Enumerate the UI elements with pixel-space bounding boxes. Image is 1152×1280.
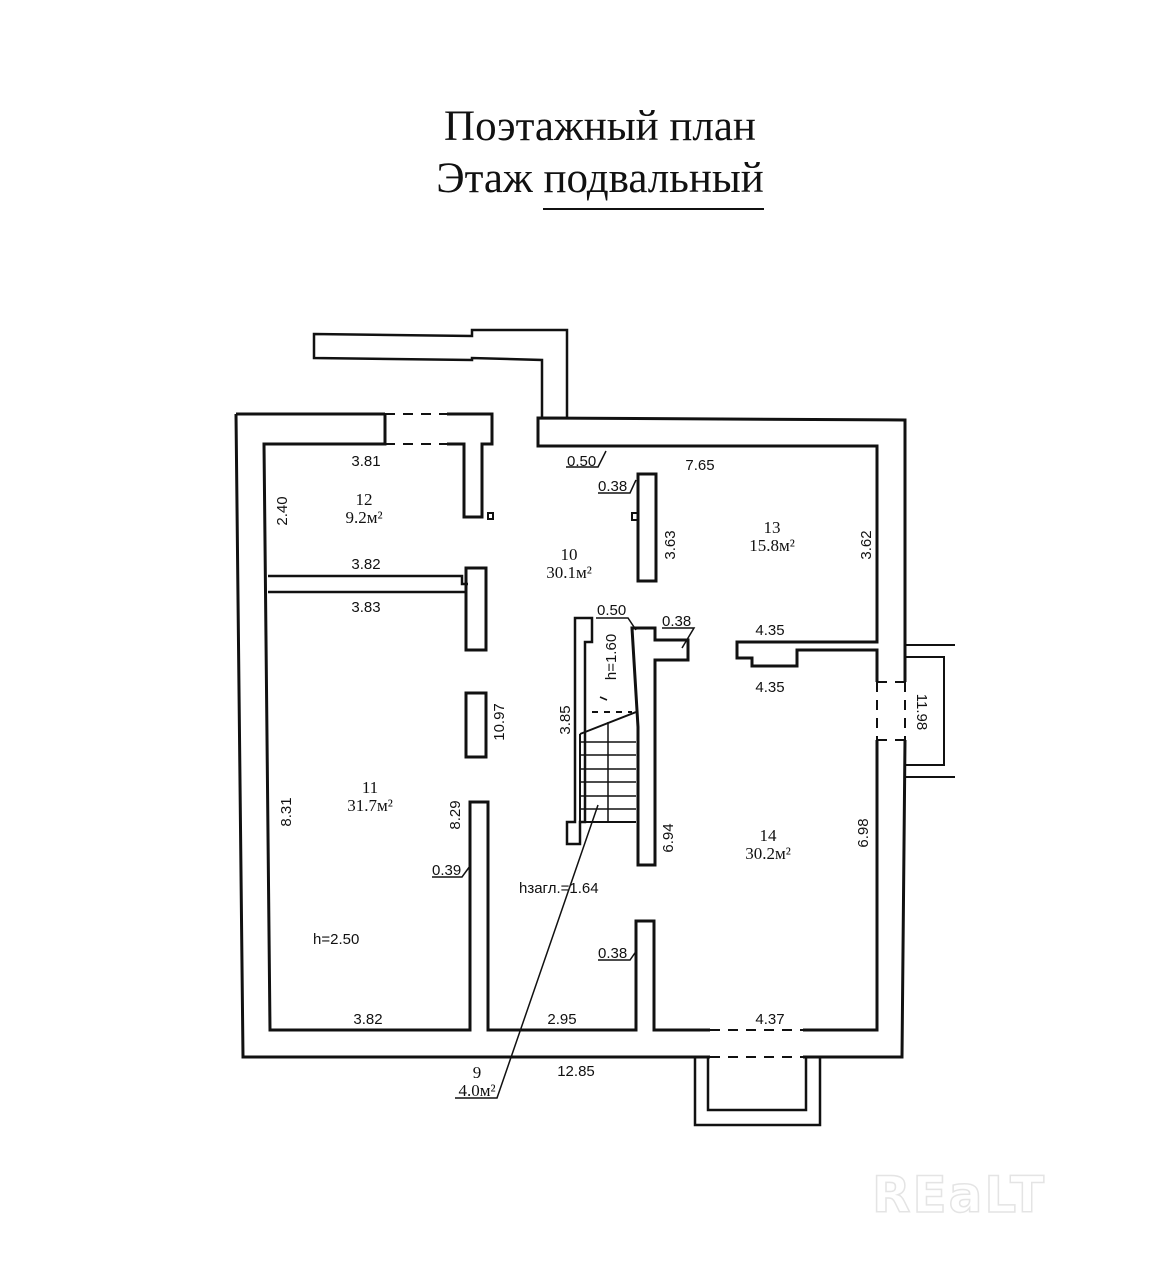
floor-value: подвальный	[543, 157, 764, 210]
dim-room11-height: h=2.50	[313, 931, 359, 948]
room-10-area: 30.1м²	[546, 563, 592, 582]
pillar-b	[464, 691, 488, 759]
dim-overall-right: 11.98	[913, 694, 930, 730]
dim-overall-bottom: 12.85	[557, 1063, 595, 1080]
dim-corridor-bottom: 2.95	[547, 1011, 576, 1028]
outer-wall	[234, 412, 907, 1059]
dim-overall-height: 10.97	[491, 703, 508, 741]
dim-wall-room11: 0.39	[432, 862, 461, 879]
dim-room12-top: 3.81	[351, 453, 380, 470]
dim-stair-height: h=1.60	[603, 634, 620, 680]
dim-stair-length: 3.85	[557, 705, 574, 734]
right-porch	[905, 644, 955, 778]
room-11-area: 31.7м²	[347, 796, 393, 815]
dim-room14-right: 6.98	[855, 818, 872, 847]
room-14-area: 30.2м²	[745, 844, 791, 863]
dim-room11-top: 3.83	[351, 599, 380, 616]
partition-12-11	[268, 574, 468, 594]
dim-room13-top: 7.65	[685, 457, 714, 474]
dim-room14-bottom: 4.37	[755, 1011, 784, 1028]
realt-watermark: REaLT	[871, 1165, 1047, 1225]
floor-title: Этаж подвальный	[0, 157, 1152, 210]
dim-room13-right: 3.62	[858, 530, 875, 559]
room-13-area: 15.8м²	[749, 536, 795, 555]
room-10-number: 10	[561, 545, 578, 564]
bottom-porch	[693, 1057, 822, 1127]
dim-room11-bottom: 3.82	[353, 1011, 382, 1028]
dim-partition-top: 0.38	[598, 478, 627, 495]
room-11-number: 11	[362, 778, 378, 797]
corridor-wall	[630, 626, 690, 867]
pillar-a	[464, 566, 488, 652]
dim-hall-wall: 0.50	[567, 453, 596, 470]
room-9-number: 9	[473, 1063, 482, 1082]
dim-stair-wall: 0.50	[597, 602, 626, 619]
dim-depth: hзагл.=1.64	[519, 880, 599, 897]
outlet-duct	[312, 328, 569, 420]
dim-room11-right: 8.29	[447, 800, 464, 829]
stair-treads	[580, 722, 636, 822]
room-9-area: 4.0м²	[458, 1081, 495, 1100]
room-14-number: 14	[760, 826, 778, 845]
dim-room11-left: 8.31	[278, 797, 295, 826]
dim-stair-wall-right: 0.38	[662, 613, 691, 630]
plan-title: Поэтажный план	[444, 103, 756, 150]
room-12-area: 9.2м²	[345, 508, 382, 527]
room-13-number: 13	[764, 518, 781, 537]
dim-room14-top-upper: 4.35	[755, 622, 784, 639]
dim-room12-bottom: 3.82	[351, 556, 380, 573]
dim-room12-left: 2.40	[274, 496, 291, 525]
dim-corridor-wall: 6.94	[660, 823, 677, 852]
dim-partition-length: 3.63	[662, 530, 679, 559]
floor-label: Этаж	[436, 155, 533, 202]
dim-room14-top-lower: 4.35	[755, 679, 784, 696]
partition-13	[636, 472, 658, 583]
room-12-number: 12	[356, 490, 373, 509]
dim-partition-bottom: 0.38	[598, 945, 627, 962]
